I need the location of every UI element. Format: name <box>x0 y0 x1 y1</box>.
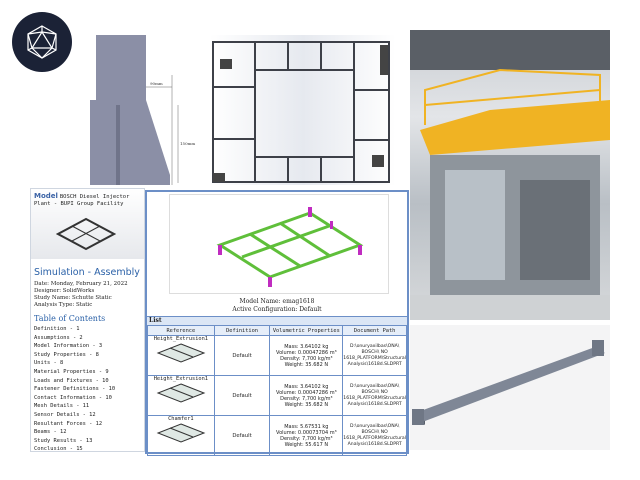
mass: Mass: 5.67531 kg <box>284 423 329 430</box>
volume: Volume: 0.00047286 m³ <box>276 389 337 396</box>
toc-item[interactable]: Mesh Details - 11 <box>34 403 90 410</box>
toc-item[interactable]: Conclusion - 15 <box>34 446 83 453</box>
report-date: Date: Monday, February 21, 2022 <box>34 281 128 287</box>
document-path: D:\onuryaxilbas\ONA\ BOSCH\ NO 1618_PLAT… <box>342 335 407 376</box>
model-info-panel: Model Name: emag1618 Active Configuratio… <box>145 190 409 456</box>
toc-item[interactable]: Assumptions - 2 <box>34 334 83 341</box>
part-thumbnail <box>156 343 206 363</box>
document-path: D:\onuryaxilbas\ONA\ BOSCH\ NO 1618_PLAT… <box>342 415 407 456</box>
part-thumbnail <box>156 423 206 443</box>
col-reference: Reference <box>147 325 215 336</box>
definition-cell: Default <box>213 375 271 416</box>
model-name: Model Name: emag1618 <box>239 298 315 305</box>
report-study: Study Name: Schutte Static <box>34 295 112 301</box>
toc-item[interactable]: Contact Information - 10 <box>34 394 112 401</box>
mass: Mass: 3.64102 kg <box>284 343 329 350</box>
model-header: Model BOSCH Diesel Injector Plant - BUPI… <box>31 189 144 259</box>
table-row: Height_Extrusion1 Default Mass: 3.64102 … <box>147 375 407 416</box>
density: Density: 7,700 kg/m³ <box>280 435 333 442</box>
weight: Weight: 55.617 N <box>284 441 329 448</box>
beam-render <box>410 325 610 450</box>
bracket-drawing: 90mm 150mm <box>90 35 202 185</box>
platform-photo <box>410 30 610 320</box>
report-summary-panel: Model BOSCH Diesel Injector Plant - BUPI… <box>30 188 145 452</box>
reference-name: Chamfer1 <box>168 416 194 422</box>
report-analysis: Analysis Type: Static <box>34 302 93 308</box>
toc-item[interactable]: Definition - 1 <box>34 326 80 332</box>
toc-item[interactable]: Fastener Definitions - 10 <box>34 386 116 393</box>
reference-name: Height_Extrusion1 <box>153 376 208 382</box>
toc-item[interactable]: Units - 8 <box>34 360 64 367</box>
weight: Weight: 35.682 N <box>284 361 329 368</box>
3d-model-view <box>169 194 389 294</box>
list-header: List <box>147 316 407 325</box>
toc-item[interactable]: Material Properties - 9 <box>34 368 109 375</box>
report-designer: Designer: SolidWorks <box>34 288 95 294</box>
reference-cell: Chamfer1 <box>147 415 215 456</box>
document-path: D:\onuryaxilbas\ONA\ BOSCH\ NO 1618_PLAT… <box>342 375 407 416</box>
dim-label: 90mm <box>150 81 163 86</box>
table-row: Height_Extrusion1 Default Mass: 3.64102 … <box>147 335 407 376</box>
toc-item[interactable]: Resultant Forces - 12 <box>34 420 103 427</box>
frame-plan-drawing <box>210 35 396 185</box>
volume: Volume: 0.00073704 m³ <box>276 429 337 436</box>
icosahedron-icon <box>27 25 57 59</box>
toc-item[interactable]: Study Properties - 8 <box>34 351 99 358</box>
definition-cell: Default <box>213 415 271 456</box>
volume: Volume: 0.00047286 m³ <box>276 349 337 356</box>
reference-cell: Height_Extrusion1 <box>147 335 215 376</box>
dim-label: 150mm <box>180 141 195 146</box>
density: Density: 7,700 kg/m³ <box>280 395 333 402</box>
reference-name: Height_Extrusion1 <box>153 336 208 342</box>
model-title: BOSCH Diesel Injector Plant - BUPI Group… <box>34 194 130 207</box>
density: Density: 7,700 kg/m³ <box>280 355 333 362</box>
simulation-title: Simulation - Assembly <box>34 267 140 278</box>
col-definition: Definition <box>213 325 271 336</box>
toc-item[interactable]: Study Results - 13 <box>34 437 93 444</box>
toc-item[interactable]: Beams - 12 <box>34 429 67 436</box>
reference-cell: Height_Extrusion1 <box>147 375 215 416</box>
part-thumbnail <box>156 383 206 403</box>
col-path: Document Path <box>342 325 407 336</box>
model-label: Model <box>34 192 58 200</box>
weight: Weight: 35.682 N <box>284 401 329 408</box>
toc-item[interactable]: Model Information - 3 <box>34 343 103 350</box>
logo <box>12 12 72 72</box>
definition-cell: Default <box>213 335 271 376</box>
col-volumetric: Volumetric Properties <box>269 325 344 336</box>
component-table: Reference Definition Volumetric Properti… <box>147 325 407 456</box>
model-thumbnail <box>56 217 116 251</box>
mass: Mass: 3.64102 kg <box>284 383 329 390</box>
toc-item[interactable]: Loads and Fixtures - 10 <box>34 377 109 384</box>
toc-title: Table of Contents <box>34 314 106 323</box>
toc-item[interactable]: Sensor Details - 12 <box>34 411 96 418</box>
active-configuration: Active Configuration: Default <box>232 306 322 313</box>
